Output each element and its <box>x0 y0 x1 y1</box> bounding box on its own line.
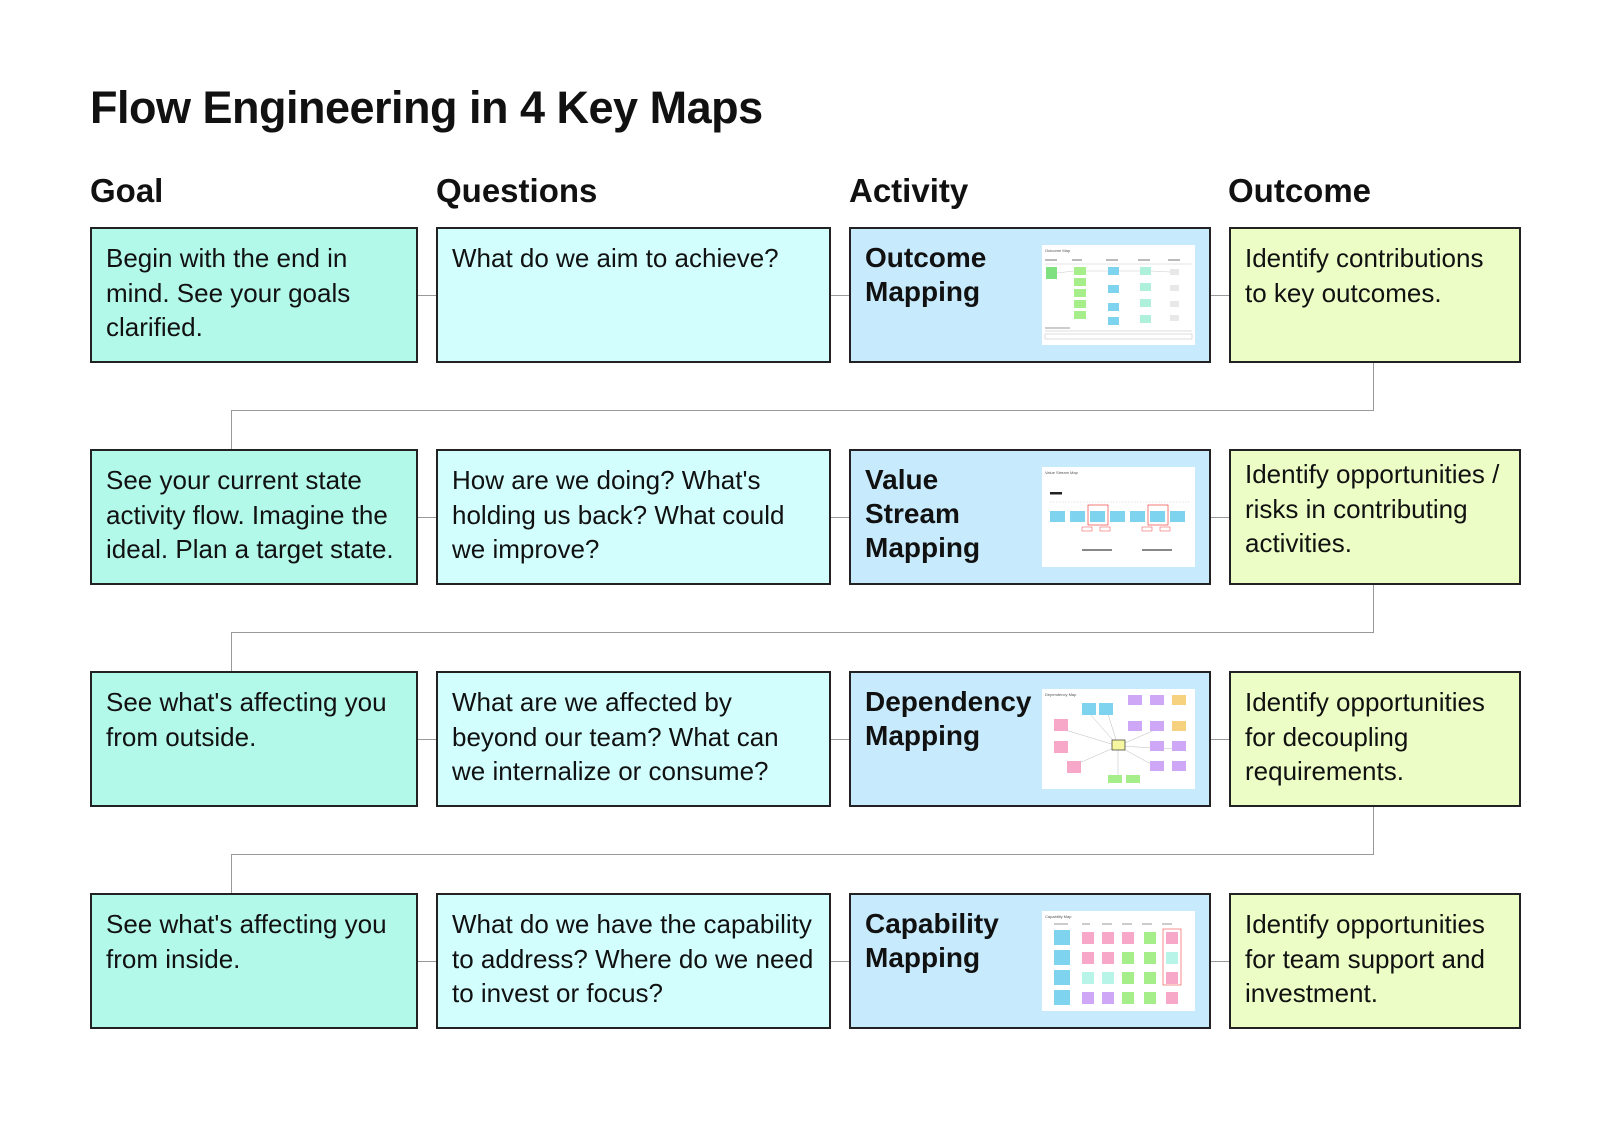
value-stream-map-thumbnail: Value Stream Map <box>1042 467 1195 567</box>
connector <box>831 517 849 518</box>
outcome-text: Identify opportunities for team support … <box>1245 909 1485 1008</box>
goal-text: Begin with the end in mind. See your goa… <box>106 243 351 342</box>
question-text: How are we doing? What's holding us back… <box>452 465 785 564</box>
question-text: What are we affected by beyond our team?… <box>452 687 779 786</box>
row-link-connector <box>231 632 232 671</box>
thumbnail-caption: Dependency Map <box>1045 692 1077 697</box>
activity-title: Dependency Mapping <box>865 686 1032 751</box>
activity-box-1: Outcome Mapping Outcome Map <box>849 227 1211 363</box>
activity-title: Value Stream Mapping <box>865 464 981 563</box>
outcome-box-2: Identify opportunities / risks in contri… <box>1229 449 1521 585</box>
row-link-connector <box>231 410 232 449</box>
row-link-connector <box>231 632 1374 633</box>
question-box-1: What do we aim to achieve? <box>436 227 831 363</box>
row-link-connector <box>1373 585 1374 632</box>
outcome-box-4: Identify opportunities for team support … <box>1229 893 1521 1029</box>
connector <box>418 961 436 962</box>
activity-title: Capability Mapping <box>865 908 999 973</box>
question-text: What do we aim to achieve? <box>452 243 779 273</box>
activity-box-4: Capability Mapping Capability Map <box>849 893 1211 1029</box>
outcome-text: Identify opportunities for decoupling re… <box>1245 687 1485 786</box>
dependency-map-thumbnail: Dependency Map <box>1042 689 1195 789</box>
capability-map-thumbnail: Capability Map <box>1042 911 1195 1011</box>
page-title: Flow Engineering in 4 Key Maps <box>90 82 763 133</box>
goal-box-4: See what's affecting you from inside. <box>90 893 418 1029</box>
activity-box-2: Value Stream Mapping Value Stream Map <box>849 449 1211 585</box>
activity-box-3: Dependency Mapping Dependency Map <box>849 671 1211 807</box>
connector <box>1211 961 1229 962</box>
outcome-box-3: Identify opportunities for decoupling re… <box>1229 671 1521 807</box>
question-box-2: How are we doing? What's holding us back… <box>436 449 831 585</box>
connector <box>1211 739 1229 740</box>
connector <box>1211 295 1229 296</box>
connector <box>418 517 436 518</box>
thumbnail-caption: Capability Map <box>1045 914 1072 919</box>
thumbnail-caption: Outcome Map <box>1045 248 1071 253</box>
connector <box>1211 517 1229 518</box>
column-header-questions: Questions <box>436 172 598 209</box>
question-text: What do we have the capability to addres… <box>452 909 814 1008</box>
outcome-text: Identify opportunities / risks in contri… <box>1245 459 1500 558</box>
connector <box>831 961 849 962</box>
row-link-connector <box>231 854 1374 855</box>
question-box-3: What are we affected by beyond our team?… <box>436 671 831 807</box>
column-header-activity: Activity <box>849 172 969 209</box>
outcome-box-1: Identify contributions to key outcomes. <box>1229 227 1521 363</box>
outcome-map-thumbnail: Outcome Map <box>1042 245 1195 345</box>
row-link-connector <box>1373 363 1374 410</box>
goal-text: See your current state activity flow. Im… <box>106 465 394 564</box>
connector <box>831 739 849 740</box>
connector <box>831 295 849 296</box>
goal-box-1: Begin with the end in mind. See your goa… <box>90 227 418 363</box>
question-box-4: What do we have the capability to addres… <box>436 893 831 1029</box>
goal-text: See what's affecting you from inside. <box>106 909 387 974</box>
connector <box>418 739 436 740</box>
goal-box-2: See your current state activity flow. Im… <box>90 449 418 585</box>
row-link-connector <box>231 854 232 893</box>
row-link-connector <box>231 410 1374 411</box>
goal-text: See what's affecting you from outside. <box>106 687 387 752</box>
activity-title: Outcome Mapping <box>865 242 987 307</box>
column-header-outcome: Outcome <box>1228 172 1372 209</box>
connector <box>418 295 436 296</box>
outcome-text: Identify contributions to key outcomes. <box>1245 243 1484 308</box>
column-header-goal: Goal <box>90 172 164 209</box>
row-link-connector <box>1373 807 1374 854</box>
goal-box-3: See what's affecting you from outside. <box>90 671 418 807</box>
thumbnail-caption: Value Stream Map <box>1045 470 1079 475</box>
